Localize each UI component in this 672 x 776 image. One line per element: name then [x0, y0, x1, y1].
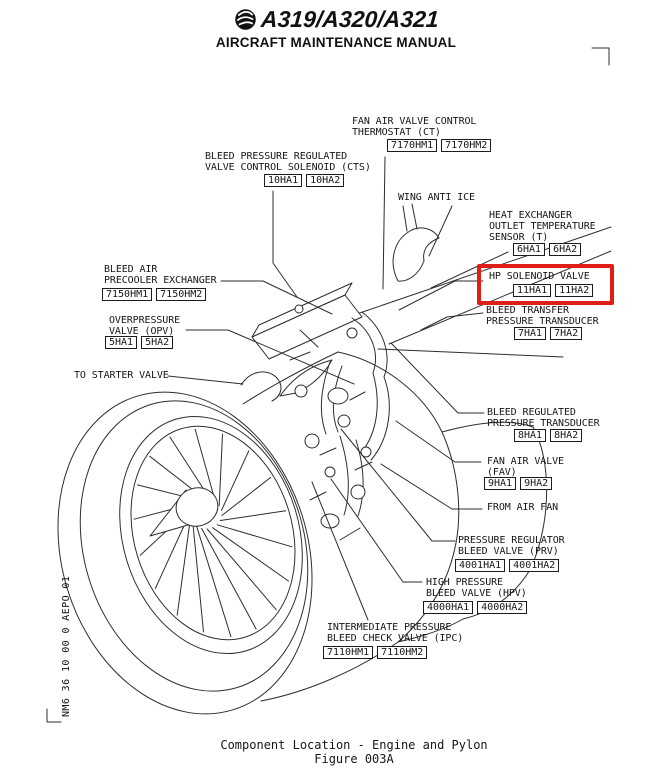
callout-to_starter: TO STARTER VALVE: [74, 370, 169, 381]
corner-mark-bottom-left: [46, 708, 62, 723]
ref-box: 5HA2: [141, 336, 174, 349]
callout-hp_solenoid: HP SOLENOID VALVE: [489, 271, 590, 282]
callout-label: FROM AIR FAN: [487, 502, 559, 513]
callout-label: HIGH PRESSURE: [426, 577, 503, 588]
ref-box: 7HA2: [550, 327, 583, 340]
ref-box: 7150HM2: [156, 288, 207, 301]
figure-number: Figure 003A: [314, 752, 394, 766]
caption-text: Component Location - Engine and Pylon: [220, 738, 488, 752]
callout-label: (FAV): [487, 467, 517, 478]
fan-blades: [133, 428, 293, 638]
callout-label: TO STARTER VALVE: [74, 370, 169, 381]
callout-fav: FAN AIR VALVE(FAV): [487, 456, 564, 478]
callout-label: BLEED VALVE (HPV): [426, 588, 527, 599]
callout-label: FAN AIR VALVE: [487, 456, 564, 467]
callout-label: BLEED TRANSFER: [486, 305, 569, 316]
ref-box: 9HA2: [520, 477, 553, 490]
ref-box: 7170HM1: [387, 139, 438, 152]
ref-box: 4000HA2: [477, 601, 528, 614]
callout-label: BLEED VALVE (PRV): [458, 546, 559, 557]
ref-box: 10HA1: [264, 174, 303, 187]
ref-box: 8HA1: [514, 429, 547, 442]
callout-label: BLEED CHECK VALVE (IPC): [327, 633, 464, 644]
callout-label: HEAT EXCHANGER: [489, 210, 572, 221]
callout-from_air_fan: FROM AIR FAN: [487, 502, 558, 513]
ref-box: 7170HM2: [441, 139, 492, 152]
ref-box: 7110HM1: [323, 646, 374, 659]
ref-box: 7110HM2: [377, 646, 428, 659]
ref-box: 8HA2: [550, 429, 583, 442]
figure-caption: Component Location - Engine and Pylon Fi…: [36, 738, 672, 766]
ref-box: 5HA1: [105, 336, 138, 349]
callout-label: VALVE CONTROL SOLENOID (CTS): [205, 162, 371, 173]
callout-label: THERMOSTAT (CT): [352, 127, 441, 138]
callout-label: OVERPRESSURE: [109, 315, 181, 326]
callout-label: PRESSURE TRANSDUCER: [486, 316, 599, 327]
airbus-swirl-logo: [234, 9, 256, 30]
leader-lines: [167, 156, 509, 621]
callout-label: HP SOLENOID VALVE: [489, 271, 590, 282]
callout-label: INTERMEDIATE PRESSURE: [327, 622, 452, 633]
callout-label: BLEED REGULATED: [487, 407, 576, 418]
ref-box: 4000HA1: [423, 601, 474, 614]
ref-box: 6HA1: [513, 243, 546, 256]
ref-box: 10HA2: [306, 174, 345, 187]
ref-box: 7150HM1: [102, 288, 153, 301]
ref-box: 4001HA1: [455, 559, 506, 572]
callout-label: FAN AIR VALVE CONTROL: [352, 116, 477, 127]
bleed-system-plumbing: [240, 203, 440, 541]
corner-mark-top-right: [591, 47, 610, 66]
ref-box: 9HA1: [484, 477, 517, 490]
callout-wing_anti_ice: WING ANTI ICE: [398, 192, 475, 203]
document-code: NM6 36 10 00 0 AEPO 01: [61, 575, 72, 717]
callout-label: PRECOOLER EXCHANGER: [104, 275, 217, 286]
callout-label: SENSOR (T): [489, 232, 549, 243]
ref-box: 11HA1: [513, 284, 552, 297]
callout-label: OUTLET TEMPERATURE: [489, 221, 596, 232]
ref-box: 7HA1: [514, 327, 547, 340]
ref-box: 11HA2: [555, 284, 594, 297]
manual-header: A319/A320/A321 AIRCRAFT MAINTENANCE MANU…: [0, 6, 672, 50]
callout-label: BLEED AIR: [104, 264, 158, 275]
callout-label: VALVE (OPV): [109, 326, 175, 337]
engine-inlet-fan: [57, 391, 313, 715]
callout-label: PRESSURE TRANSDUCER: [487, 418, 600, 429]
ref-box: 4001HA2: [509, 559, 560, 572]
callout-label: BLEED PRESSURE REGULATED: [205, 151, 348, 162]
callout-label: WING ANTI ICE: [398, 192, 475, 203]
manual-title: AIRCRAFT MAINTENANCE MANUAL: [215, 35, 457, 50]
callout-label: PRESSURE REGULATOR: [458, 535, 565, 546]
ref-box: 6HA2: [549, 243, 582, 256]
